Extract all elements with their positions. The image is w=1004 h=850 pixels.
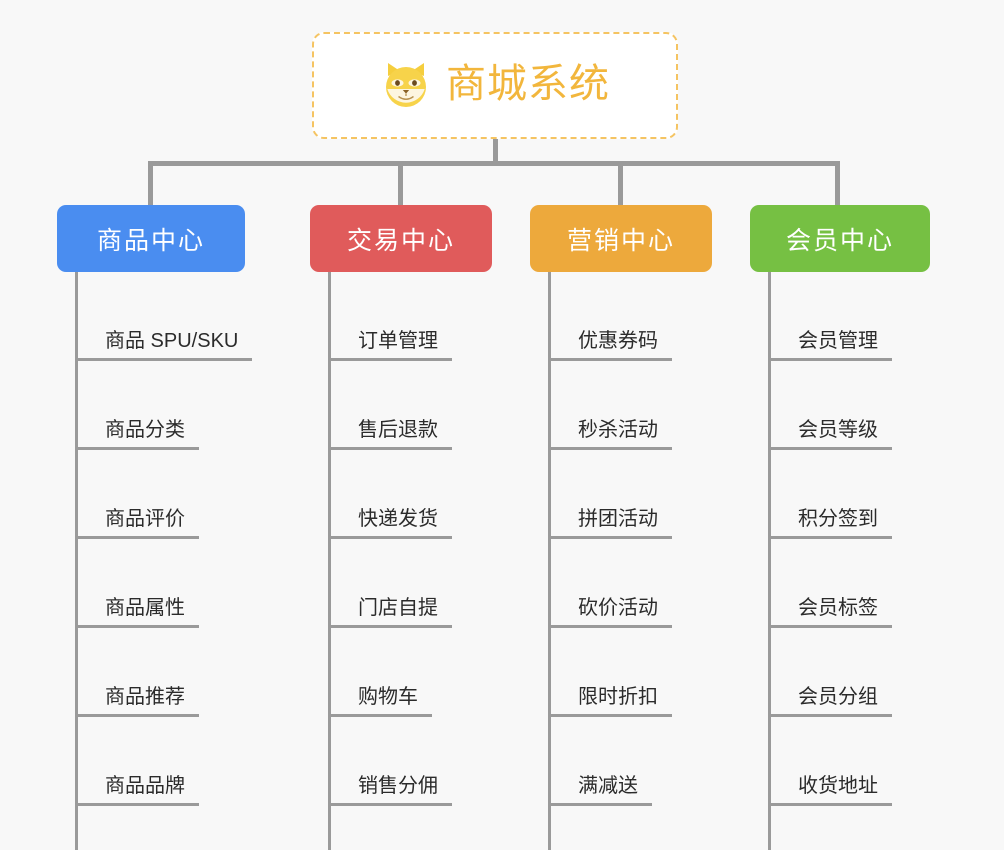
branch-2: 优惠券码 秒杀活动 拼团活动 砍价活动 限时折扣 满减送 [548, 272, 760, 850]
branch-trunk-0 [75, 272, 78, 850]
category-header-0[interactable]: 商品中心 [57, 205, 245, 272]
leaf-label: 商品 SPU/SKU [75, 330, 253, 361]
list-item[interactable]: 售后退款 [328, 361, 540, 450]
leaf-label: 收货地址 [768, 775, 892, 806]
leaf-label: 会员标签 [768, 597, 892, 628]
category-column-0: 商品中心 商品 SPU/SKU 商品分类 商品评价 商品属性 商品推荐 商品品牌 [57, 205, 287, 850]
leaf-label: 会员分组 [768, 686, 892, 717]
leaf-label: 商品分类 [75, 419, 199, 450]
branch-trunk-1 [328, 272, 331, 850]
leaf-label: 优惠券码 [548, 330, 672, 361]
category-label-0: 商品中心 [96, 226, 205, 255]
category-column-2: 营销中心 优惠券码 秒杀活动 拼团活动 砍价活动 限时折扣 满减送 [530, 205, 760, 850]
root-title: 商城系统 [446, 62, 610, 106]
list-item[interactable]: 门店自提 [328, 539, 540, 628]
category-column-1: 交易中心 订单管理 售后退款 快递发货 门店自提 购物车 销售分佣 [310, 205, 540, 850]
leaf-label: 销售分佣 [328, 775, 452, 806]
list-item[interactable]: 商品评价 [75, 450, 287, 539]
list-item[interactable]: 商品 SPU/SKU [75, 272, 287, 361]
leaf-label: 门店自提 [328, 597, 452, 628]
branch-3: 会员管理 会员等级 积分签到 会员标签 会员分组 收货地址 [768, 272, 980, 850]
leaf-label: 会员管理 [768, 330, 892, 361]
category-label-1: 交易中心 [346, 226, 455, 255]
leaf-label: 商品品牌 [75, 775, 199, 806]
list-item[interactable]: 购物车 [328, 628, 540, 717]
list-item[interactable]: 会员等级 [768, 361, 980, 450]
list-item[interactable]: 会员管理 [768, 272, 980, 361]
leaf-label: 砍价活动 [548, 597, 672, 628]
list-item[interactable]: 商品品牌 [75, 717, 287, 806]
list-item[interactable]: 满减送 [548, 717, 760, 806]
list-item[interactable]: 商品分类 [75, 361, 287, 450]
list-item[interactable]: 订单管理 [328, 272, 540, 361]
category-header-3[interactable]: 会员中心 [750, 205, 930, 272]
connector-horizontal-bar [148, 161, 840, 166]
list-item[interactable]: 快递发货 [328, 450, 540, 539]
category-label-3: 会员中心 [785, 226, 894, 255]
leaf-label: 满减送 [548, 775, 652, 806]
connector-drop-1 [398, 161, 403, 207]
leaf-label: 购物车 [328, 686, 432, 717]
root-node-mall-system[interactable]: 商城系统 [312, 32, 678, 139]
category-label-2: 营销中心 [566, 226, 675, 255]
category-column-3: 会员中心 会员管理 会员等级 积分签到 会员标签 会员分组 收货地址 [750, 205, 980, 850]
leaf-label: 商品属性 [75, 597, 199, 628]
list-item[interactable]: 砍价活动 [548, 539, 760, 628]
list-item[interactable]: 会员分组 [768, 628, 980, 717]
list-item[interactable]: 商品推荐 [75, 628, 287, 717]
list-item[interactable]: 秒杀活动 [548, 361, 760, 450]
list-item[interactable]: 收货地址 [768, 717, 980, 806]
leaf-label: 秒杀活动 [548, 419, 672, 450]
leaf-label: 快递发货 [328, 508, 452, 539]
list-item[interactable]: 拼团活动 [548, 450, 760, 539]
list-item[interactable]: 会员标签 [768, 539, 980, 628]
connector-stem [493, 139, 498, 165]
leaf-label: 会员等级 [768, 419, 892, 450]
list-item[interactable]: 积分签到 [768, 450, 980, 539]
leaf-label: 积分签到 [768, 508, 892, 539]
list-item[interactable]: 优惠券码 [548, 272, 760, 361]
leaf-label: 商品评价 [75, 508, 199, 539]
list-item[interactable]: 商品属性 [75, 539, 287, 628]
connector-drop-0 [148, 161, 153, 207]
leaf-label: 拼团活动 [548, 508, 672, 539]
list-item[interactable]: 销售分佣 [328, 717, 540, 806]
connector-drop-3 [835, 161, 840, 207]
branch-trunk-3 [768, 272, 771, 850]
leaf-label: 订单管理 [328, 330, 452, 361]
leaf-label: 商品推荐 [75, 686, 199, 717]
leaf-label: 售后退款 [328, 419, 452, 450]
connector-drop-2 [618, 161, 623, 207]
shiba-dog-face-icon [380, 60, 432, 112]
category-header-1[interactable]: 交易中心 [310, 205, 492, 272]
leaf-label: 限时折扣 [548, 686, 672, 717]
branch-0: 商品 SPU/SKU 商品分类 商品评价 商品属性 商品推荐 商品品牌 [75, 272, 287, 850]
list-item[interactable]: 限时折扣 [548, 628, 760, 717]
branch-1: 订单管理 售后退款 快递发货 门店自提 购物车 销售分佣 [328, 272, 540, 850]
category-header-2[interactable]: 营销中心 [530, 205, 712, 272]
branch-trunk-2 [548, 272, 551, 850]
